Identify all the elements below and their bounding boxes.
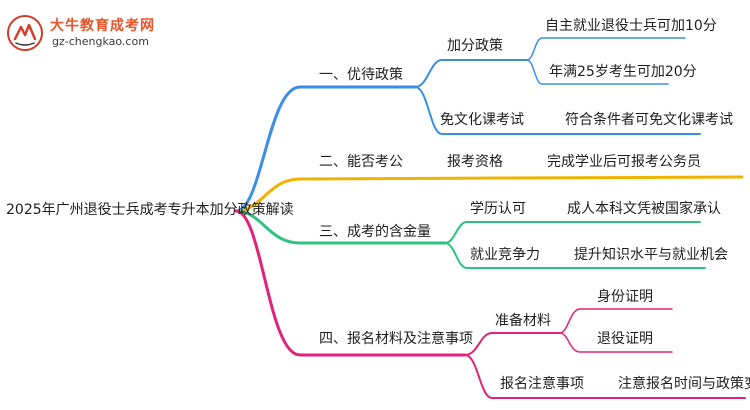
branch-1-child-1-label[interactable]: 加分政策 [447, 38, 503, 54]
connector-branch-3-child-2 [444, 242, 706, 269]
connector-root-branch-1 [234, 85, 417, 213]
connector-branch-1-child-1 [414, 59, 528, 88]
branch-4-child-1-leaf-1[interactable]: 身份证明 [597, 289, 653, 305]
connector-root-branch-2 [234, 175, 744, 213]
branch-3-child-1-label[interactable]: 学历认可 [470, 201, 526, 217]
branch-1-child-2-label[interactable]: 免文化课考试 [440, 112, 524, 128]
site-logo[interactable]: 大牛教育成考网 gz-chengkao.com [4, 14, 174, 54]
connector-branch-4-child-2 [464, 354, 746, 399]
branch-3-child-2-label[interactable]: 就业竞争力 [470, 247, 540, 263]
branch-1-child-2-leaf-1[interactable]: 符合条件者可免文化课考试 [565, 112, 733, 128]
branch-3-label[interactable]: 三、成考的含金量 [319, 224, 431, 240]
branch-4-child-2-leaf-1[interactable]: 注意报名时间与政策变化 [618, 376, 750, 392]
branch-4-child-1-leaf-2[interactable]: 退役证明 [597, 331, 653, 347]
connector-branch-1-leaf-2 [526, 59, 669, 85]
connector-branch-4-child-1 [464, 332, 561, 356]
logo-mark-icon [7, 15, 43, 51]
connector-branch-1-child-2 [414, 86, 701, 135]
branch-3-child-2-leaf-1[interactable]: 提升知识水平与就业机会 [574, 247, 728, 263]
connector-root-branch-4 [234, 209, 467, 357]
branch-4-child-2-label[interactable]: 报名注意事项 [500, 376, 584, 392]
branch-1-child-1-leaf-1[interactable]: 自主就业退役士兵可加10分 [545, 18, 717, 34]
connector-branch-1-leaf-1 [526, 37, 686, 61]
logo-url: gz-chengkao.com [52, 35, 149, 48]
branch-2-child-1-leaf-1[interactable]: 完成学业后可报考公务员 [547, 154, 701, 170]
connector-branch-4-leaf-2 [559, 332, 673, 353]
branch-1-child-1-leaf-2[interactable]: 年满25岁考生可加20分 [549, 64, 697, 80]
logo-title: 大牛教育成考网 [50, 18, 155, 34]
branch-3-child-1-leaf-1[interactable]: 成人本科文凭被国家承认 [567, 201, 721, 217]
branch-2-label[interactable]: 二、能否考公 [319, 154, 403, 170]
branch-4-label[interactable]: 四、报名材料及注意事项 [319, 331, 473, 347]
root-topic[interactable]: 2025年广州退役士兵成考专升本加分政策解读 [6, 202, 294, 218]
branch-4-child-1-label[interactable]: 准备材料 [495, 313, 551, 329]
connector-root-branch-3 [234, 209, 447, 245]
branch-1-label[interactable]: 一、优待政策 [319, 67, 403, 83]
branch-2-child-1-label[interactable]: 报考资格 [447, 154, 503, 170]
connector-branch-3-child-1 [444, 221, 701, 244]
connector-branch-4-leaf-1 [559, 308, 673, 334]
